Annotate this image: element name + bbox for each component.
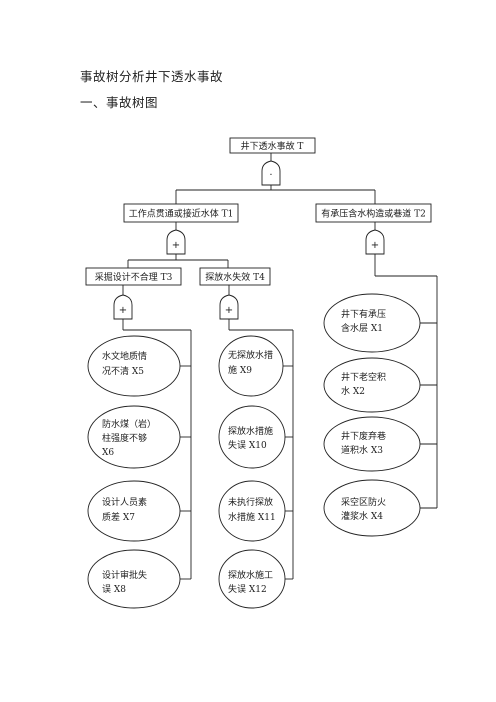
basic-event-x11-line1: 未执行探放 bbox=[228, 496, 273, 508]
event-t4: 探放水失效 T4 bbox=[199, 267, 271, 286]
basic-event-x8-line2: 误 X8 bbox=[102, 584, 126, 595]
basic-event-x5: 水文地质情 况不清 X5 bbox=[87, 335, 181, 397]
t3-gate-symbol: + bbox=[119, 305, 127, 316]
connector-lines bbox=[122, 153, 438, 580]
basic-event-x7-line2: 质差 X7 bbox=[102, 511, 135, 523]
basic-event-x7-line1: 设计人员素 bbox=[102, 496, 147, 508]
basic-event-x6: 防水煤（岩） 柱强度不够 X6 bbox=[87, 405, 181, 469]
t4-gate: + bbox=[219, 294, 239, 320]
basic-event-x12-line2: 失误 X12 bbox=[228, 583, 267, 595]
basic-event-x9-line2: 施 X9 bbox=[228, 364, 252, 376]
basic-event-x10: 探放水措施 失误 X10 bbox=[218, 405, 286, 469]
basic-event-x1: 井下有承压 含水层 X1 bbox=[323, 293, 421, 353]
basic-event-x6-line2: 柱强度不够 bbox=[102, 432, 147, 444]
basic-event-x3-line2: 道积水 X3 bbox=[341, 444, 383, 456]
basic-event-x8: 设计审批失 误 X8 bbox=[87, 549, 181, 609]
top-event: 井下透水事故 T bbox=[229, 137, 316, 154]
basic-event-x6-line3: X6 bbox=[102, 448, 114, 458]
t2-gate-symbol: + bbox=[371, 240, 379, 251]
basic-event-x9-line1: 无探放水措 bbox=[228, 349, 273, 361]
basic-event-x12: 探放水施工 失误 X12 bbox=[218, 549, 286, 609]
t4-gate-symbol: + bbox=[225, 305, 233, 316]
document-title: 事故树分析井下透水事故 bbox=[80, 69, 224, 84]
top-event-label: 井下透水事故 T bbox=[241, 140, 304, 152]
event-t3-label: 采掘设计不合理 T3 bbox=[95, 271, 173, 283]
event-t2: 有承压含水构造或巷道 T2 bbox=[315, 203, 432, 223]
basic-event-x5-line2: 况不清 X5 bbox=[102, 365, 144, 377]
basic-event-x2-line1: 井下老空积 bbox=[341, 371, 386, 383]
basic-event-x7: 设计人员素 质差 X7 bbox=[87, 480, 181, 542]
top-gate-symbol: · bbox=[269, 170, 272, 181]
basic-event-x3-line1: 井下废弃巷 bbox=[341, 430, 386, 442]
event-t2-label: 有承压含水构造或巷道 T2 bbox=[321, 208, 426, 220]
event-t1: 工作点贯通或接近水体 T1 bbox=[123, 203, 239, 223]
basic-event-x4-line2: 灌浆水 X4 bbox=[341, 510, 383, 522]
t1-gate-symbol: + bbox=[172, 240, 180, 251]
basic-event-x5-line1: 水文地质情 bbox=[102, 350, 147, 362]
basic-event-x10-line2: 失误 X10 bbox=[228, 439, 267, 451]
basic-event-x1-line2: 含水层 X1 bbox=[341, 322, 383, 334]
basic-event-x6-line1: 防水煤（岩） bbox=[102, 418, 156, 430]
section-heading: 一、事故树图 bbox=[80, 95, 159, 110]
event-t4-label: 探放水失效 T4 bbox=[205, 271, 265, 283]
basic-event-x10-line1: 探放水措施 bbox=[228, 425, 273, 437]
basic-event-x2-line2: 水 X2 bbox=[341, 385, 365, 397]
basic-event-x2: 井下老空积 水 X2 bbox=[323, 357, 421, 413]
basic-event-x4: 采空区防火 灌浆水 X4 bbox=[323, 479, 421, 537]
basic-event-x8-line1: 设计审批失 bbox=[102, 569, 147, 581]
t3-gate: + bbox=[113, 294, 133, 320]
basic-event-x4-line1: 采空区防火 bbox=[341, 496, 386, 508]
event-t1-label: 工作点贯通或接近水体 T1 bbox=[129, 208, 234, 220]
basic-event-x3: 井下废弃巷 道积水 X3 bbox=[323, 416, 421, 472]
basic-event-x9: 无探放水措 施 X9 bbox=[218, 335, 284, 397]
basic-event-x12-line1: 探放水施工 bbox=[228, 569, 273, 581]
top-gate: · bbox=[261, 160, 281, 186]
basic-event-x11: 未执行探放 水措施 X11 bbox=[218, 480, 286, 542]
t2-gate: + bbox=[365, 229, 385, 255]
event-t3: 采掘设计不合理 T3 bbox=[85, 267, 182, 286]
basic-event-x11-line2: 水措施 X11 bbox=[228, 511, 276, 523]
basic-event-x1-line1: 井下有承压 bbox=[341, 308, 386, 320]
t1-gate: + bbox=[166, 229, 186, 255]
